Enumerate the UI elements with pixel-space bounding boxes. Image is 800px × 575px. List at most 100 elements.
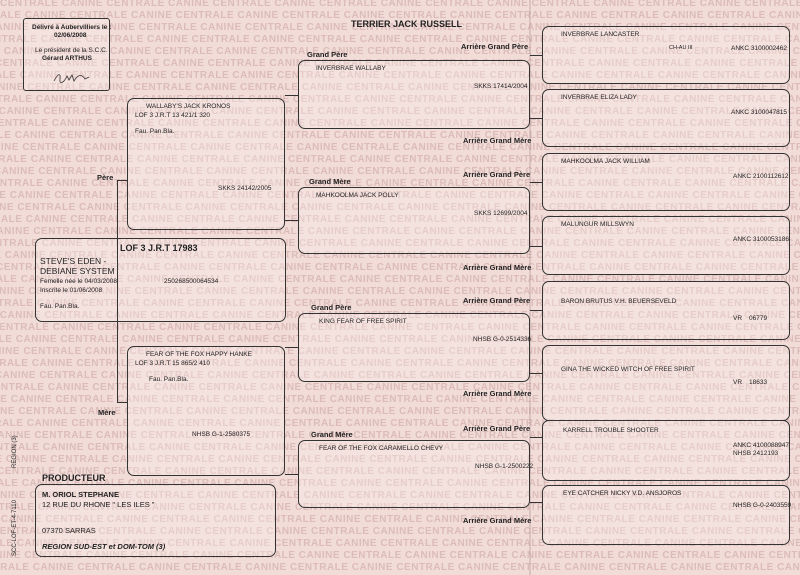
sire-colour: Fau. Pan.Bla.: [135, 128, 175, 135]
grandmother-label: Grand Mère: [311, 430, 353, 439]
watermark-row: CENTRALE CANINE CENTRALE CANINE CENTRALE…: [0, 250, 800, 261]
ggp-name: KARRELL TROUBLE SHOOTER: [563, 427, 659, 434]
grandparent-name: MAHKOOLMA JACK POLLY: [316, 192, 399, 199]
watermark-row: CENTRALE CANINE CENTRALE CANINE CENTRALE…: [0, 142, 800, 153]
great-grandparent-box-5: BARON BRUTUS V.H. BEUERSEVELD VR 06779: [542, 281, 790, 340]
connector: [530, 502, 542, 503]
watermark-row: CENTRALE CANINE CENTRALE CANINE CENTRALE…: [0, 454, 800, 465]
delivered-label: Délivré à Aubervilliers le :: [32, 24, 112, 31]
great-grandparent-box-6: GINA THE WICKED WITCH OF FREE SPIRIT VR …: [542, 345, 790, 421]
grandparent-name: INVERBRAE WALLABY: [316, 65, 386, 72]
watermark-row: CENTRALE CANINE CENTRALE CANINE CENTRALE…: [0, 322, 800, 333]
ggfather-label: Arrière Grand Père: [463, 296, 531, 305]
grandparent-box-2: MAHKOOLMA JACK POLLY SKKS 12699/2004: [298, 187, 530, 254]
watermark-row: CENTRALE CANINE CENTRALE CANINE CENTRALE…: [0, 190, 800, 201]
dog-lof: LOF 3 J.R.T 17983: [120, 243, 198, 253]
watermark-row: CENTRALE CANINE CENTRALE CANINE CENTRALE…: [0, 358, 800, 369]
dog-box: LOF 3 J.R.T 17983 STEVE'S EDEN - DEBIANE…: [35, 238, 286, 322]
watermark-row: CENTRALE CANINE CENTRALE CANINE CENTRALE…: [0, 226, 800, 237]
ggfather-label: Arrière Grand Père: [463, 170, 531, 179]
connector: [530, 55, 542, 56]
ggp-number: ANKC 3100053186: [733, 236, 790, 243]
watermark-row: CENTRALE CANINE CENTRALE CANINE CENTRALE…: [0, 22, 800, 33]
grandparent-number: NHSB G-0-2514336: [473, 336, 532, 343]
producer-heading: PRODUCTEUR: [42, 473, 106, 483]
watermark-row: CENTRALE CANINE CENTRALE CANINE CENTRALE…: [0, 178, 800, 189]
dog-chip: 250268500064534: [164, 278, 219, 285]
watermark-row: CENTRALE CANINE CENTRALE CANINE CENTRALE…: [0, 418, 800, 429]
dog-registered: Inscrite le 01/06/2008: [40, 287, 103, 294]
grandparent-box-3: KING FEAR OF FREE SPIRIT NHSB G-0-251433…: [298, 313, 532, 382]
side-code: SCC-LOF-ET-4-7110: [12, 500, 18, 556]
ggmother-label: Arrière Grand Mère: [463, 136, 532, 145]
sire-box: WALLABY'S JACK KRONOS LOF 3 J.R.T 13 421…: [127, 98, 285, 230]
watermark-row: CENTRALE CANINE CENTRALE CANINE CENTRALE…: [0, 118, 800, 129]
ggp-name: MALUNGUR MILLSWYN: [561, 221, 634, 228]
producer-address: 12 RUE DU RHONE " LES ILES ": [42, 500, 155, 509]
great-grandparent-box-7: KARRELL TROUBLE SHOOTER ANKC 4100088947 …: [542, 420, 790, 481]
grandmother-label: Grand Mère: [309, 177, 351, 186]
ggp-name: INVERBRAE LANCASTER: [561, 31, 640, 38]
dam-reg: LOF 3 J.R.T 15 865/2 410: [135, 360, 211, 367]
president-name: Gérard ARTHUS: [42, 55, 92, 62]
watermark-row: CENTRALE CANINE CENTRALE CANINE CENTRALE…: [0, 406, 800, 417]
ggp-name: MAHKOOLMA JACK WILLIAM: [561, 158, 650, 165]
watermark-row: CENTRALE CANINE CENTRALE CANINE CENTRALE…: [0, 214, 800, 225]
grandparent-number: NHSB G-1-2500222: [475, 463, 534, 470]
sire-number: SKKS 24142/2005: [218, 185, 272, 192]
parent-connector: [117, 180, 118, 402]
watermark-row: CENTRALE CANINE CENTRALE CANINE CENTRALE…: [0, 382, 800, 393]
ggp-number-2: NHSB 2412193: [733, 450, 779, 457]
watermark-row: CENTRALE CANINE CENTRALE CANINE CENTRALE…: [0, 538, 800, 549]
signature: [53, 74, 90, 83]
ggp-name: GINA THE WICKED WITCH OF FREE SPIRIT: [561, 366, 695, 373]
ggp-number: ANKC 3100002462: [731, 45, 788, 52]
mother-label: Mère: [98, 408, 116, 417]
connector: [285, 347, 298, 348]
watermark-row: CENTRALE CANINE CENTRALE CANINE CENTRALE…: [0, 370, 800, 381]
ggfather-label: Arrière Grand Père: [461, 42, 529, 51]
watermark-row: CENTRALE CANINE CENTRALE CANINE CENTRALE…: [0, 550, 800, 561]
ggp-name: BARON BRUTUS V.H. BEUERSEVELD: [561, 298, 677, 305]
producer-region: REGION SUD-EST et DOM-TOM (3): [42, 542, 166, 551]
connector: [530, 437, 542, 438]
producer-box: M. ORIOL STEPHANE 12 RUE DU RHONE " LES …: [35, 484, 276, 557]
watermark-row: CENTRALE CANINE CENTRALE CANINE CENTRALE…: [0, 478, 800, 489]
ggp-number: ANKC 2100112612: [733, 173, 789, 180]
grandparent-number: SKKS 12699/2004: [474, 210, 528, 217]
ggmother-label: Arrière Grand Mère: [463, 389, 532, 398]
ggp-name: EYE CATCHER NICKY V.D. ANSJOROS: [563, 490, 682, 497]
ggp-title: CH-AU III: [669, 45, 693, 51]
watermark-row: CENTRALE CANINE CENTRALE CANINE CENTRALE…: [0, 106, 800, 117]
delivered-date: 02/06/2008: [54, 32, 87, 39]
grandparent-box-4: FEAR OF THE FOX CARAMELLO CHEVY NHSB G-1…: [298, 440, 534, 508]
great-grandparent-box-4: MALUNGUR MILLSWYN ANKC 3100053186: [542, 216, 790, 275]
watermark-row: CENTRALE CANINE CENTRALE CANINE CENTRALE…: [0, 0, 800, 9]
sire-connector: [117, 180, 127, 181]
father-label: Père: [97, 173, 114, 182]
connector: [285, 220, 298, 221]
sire-reg: LOF 3 J.R.T 13 421/1 320: [135, 112, 211, 119]
watermark-row: CENTRALE CANINE CENTRALE CANINE CENTRALE…: [0, 274, 800, 285]
producer-city: 07370 SARRAS: [42, 526, 96, 535]
dam-connector: [117, 402, 127, 403]
watermark-row: CENTRALE CANINE CENTRALE CANINE CENTRALE…: [0, 238, 800, 249]
watermark-row: CENTRALE CANINE CENTRALE CANINE CENTRALE…: [0, 430, 800, 441]
grandparent-name: FEAR OF THE FOX CARAMELLO CHEVY: [319, 445, 444, 452]
dam-colour: Fau. Pan.Bla.: [149, 376, 189, 383]
watermark-row: CENTRALE CANINE CENTRALE CANINE CENTRALE…: [0, 46, 800, 57]
watermark-row: CENTRALE CANINE CENTRALE CANINE CENTRALE…: [0, 202, 800, 213]
ggp-title: VR: [733, 379, 743, 386]
ggmother-label: Arrière Grand Mère: [463, 516, 532, 525]
connector: [285, 474, 298, 475]
ggp-number: ANKC 3100047815: [731, 109, 788, 116]
watermark-row: CENTRALE CANINE CENTRALE CANINE CENTRALE…: [0, 490, 800, 501]
watermark-row: CENTRALE CANINE CENTRALE CANINE CENTRALE…: [0, 514, 800, 525]
watermark-row: CENTRALE CANINE CENTRALE CANINE CENTRALE…: [0, 58, 800, 69]
watermark-row: CENTRALE CANINE CENTRALE CANINE CENTRALE…: [0, 466, 800, 477]
watermark-row: CENTRALE CANINE CENTRALE CANINE CENTRALE…: [0, 310, 800, 321]
producer-name: M. ORIOL STEPHANE: [42, 490, 119, 499]
ggp-title: VR: [733, 315, 743, 322]
great-grandparent-box-8: EYE CATCHER NICKY V.D. ANSJOROS NHSB G-0…: [542, 485, 791, 545]
